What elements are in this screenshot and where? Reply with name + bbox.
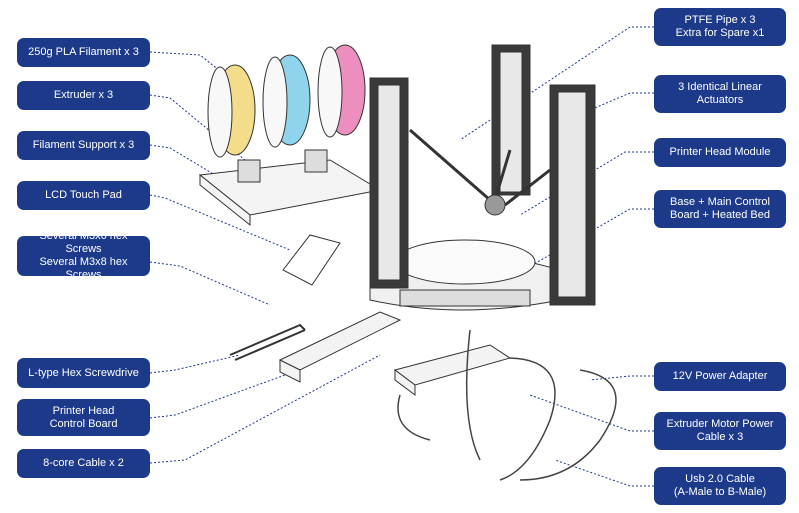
label-text: 12V Power Adapter	[672, 370, 768, 382]
label-usb-cable: Usb 2.0 Cable (A-Male to B-Male)	[654, 467, 786, 505]
power-adapter	[393, 344, 512, 396]
label-text: 8-core Cable x 2	[43, 457, 124, 469]
label-text: Filament Support x 3	[32, 139, 135, 151]
label-text: Several M3x6 hex Screws	[39, 230, 128, 255]
filament-base	[198, 159, 382, 227]
label-text: Several M3x8 hex Screws	[39, 256, 128, 281]
label-screws: Several M3x6 hex Screws Several M3x8 hex…	[17, 230, 150, 281]
label-printer-head-module: Printer Head Module	[654, 138, 786, 167]
label-text: Board + Heated Bed	[670, 209, 770, 221]
label-text: 3 Identical Linear	[678, 81, 762, 93]
label-text: Extruder x 3	[53, 89, 114, 101]
label-text: Usb 2.0 Cable	[685, 473, 755, 485]
label-text: LCD Touch Pad	[45, 189, 122, 201]
label-text: 250g PLA Filament x 3	[28, 46, 139, 58]
cables	[397, 329, 617, 481]
label-power-adapter: 12V Power Adapter	[654, 362, 786, 391]
label-base: Base + Main Control Board + Heated Bed	[654, 190, 786, 228]
label-printer-head-control-board: Printer Head Control Board	[17, 399, 150, 436]
label-lcd-touch-pad: LCD Touch Pad	[17, 181, 150, 210]
label-text: Printer Head Module	[669, 146, 771, 158]
label-ptfe-pipe: PTFE Pipe x 3 Extra for Spare x1	[654, 8, 786, 46]
label-text: L-type Hex Screwdrive	[28, 366, 139, 379]
label-extruder-motor-cable: Extruder Motor Power Cable x 3	[654, 412, 786, 450]
label-extruder: Extruder x 3	[17, 81, 150, 110]
label-text: Control Board	[49, 417, 118, 430]
printer	[369, 44, 596, 311]
label-8-core-cable: 8-core Cable x 2	[17, 449, 150, 478]
label-text: Actuators	[696, 94, 744, 106]
label-filament: 250g PLA Filament x 3	[17, 38, 150, 67]
label-text: (A-Male to B-Male)	[673, 486, 767, 498]
label-text: Printer Head	[52, 404, 115, 417]
label-text: PTFE Pipe x 3	[684, 14, 756, 26]
label-text: Base + Main Control	[670, 196, 770, 208]
label-linear-actuators: 3 Identical Linear Actuators	[654, 75, 786, 113]
label-text: Extra for Spare x1	[675, 27, 765, 39]
label-text: Cable x 3	[696, 431, 744, 443]
filament-spools	[207, 44, 366, 183]
label-text: Extruder Motor Power	[666, 418, 774, 430]
lcd-touch-pad	[282, 234, 341, 286]
label-filament-support: Filament Support x 3	[17, 131, 150, 160]
label-hex-screwdriver: L-type Hex Screwdrive	[17, 358, 150, 388]
control-board	[278, 311, 402, 383]
hex-screwdriver	[229, 323, 306, 361]
